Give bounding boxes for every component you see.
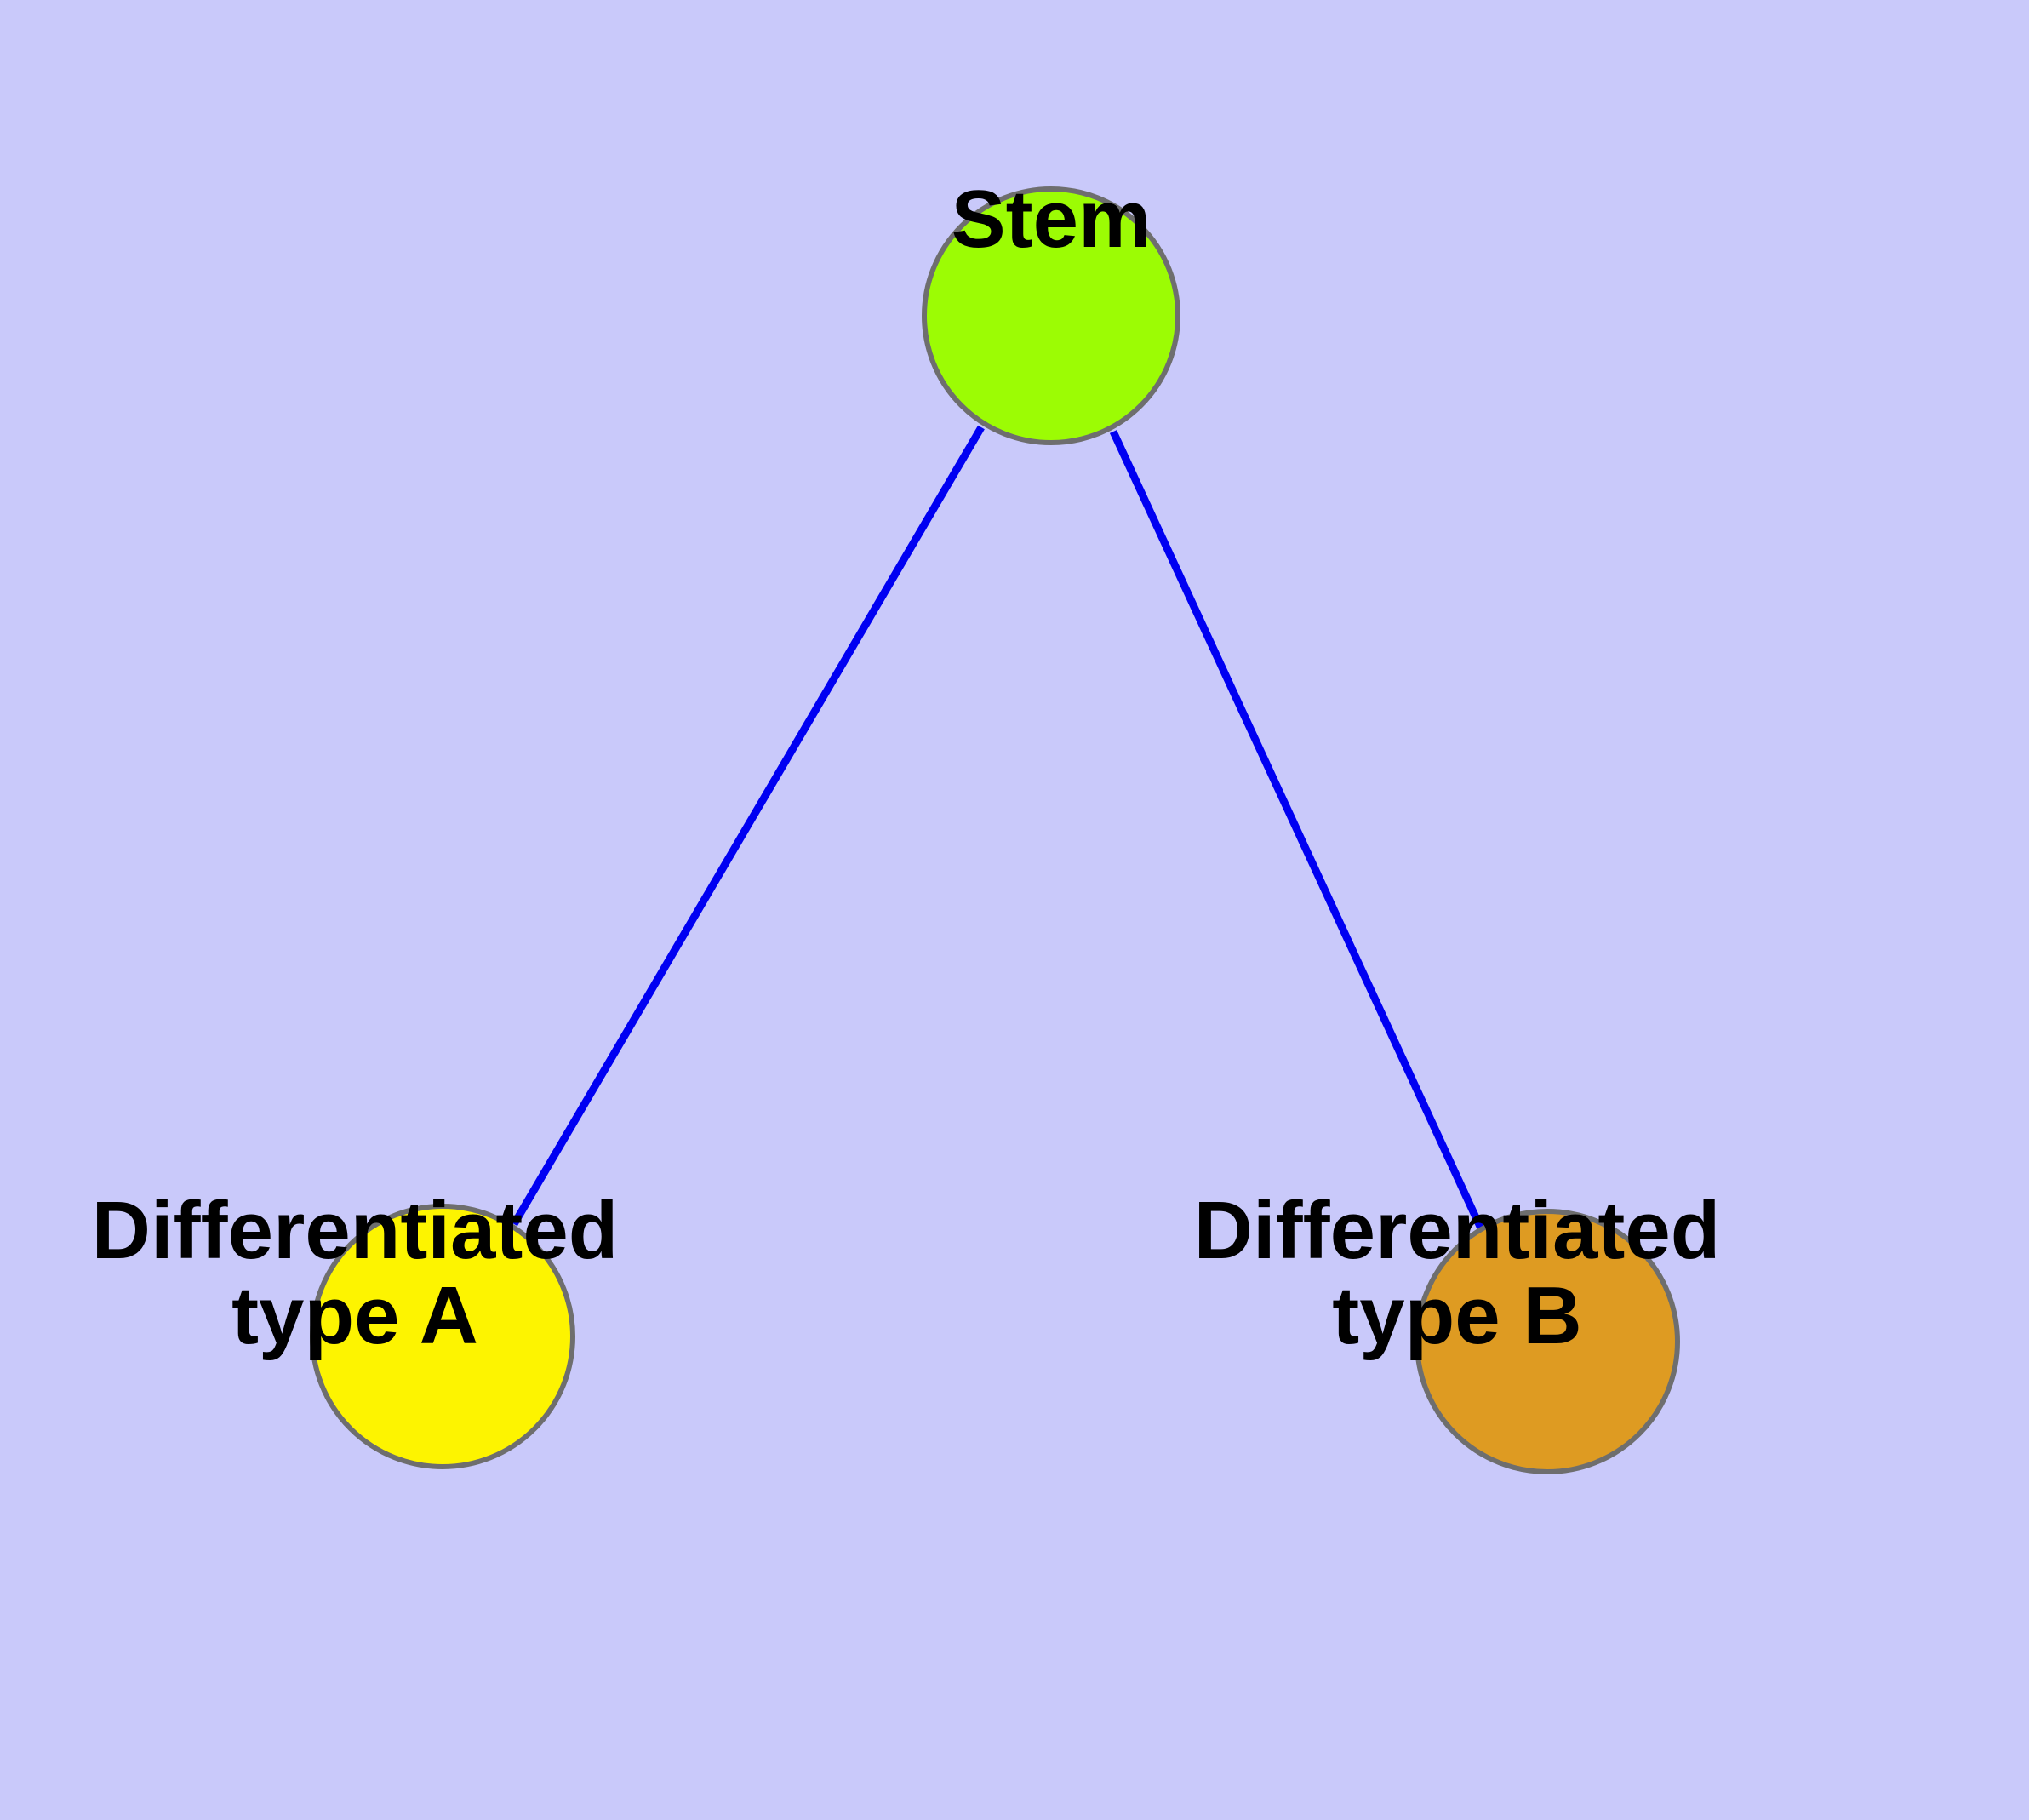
edge-stem-to-diff-a[interactable] <box>511 425 985 1227</box>
node-label-line: Differentiated <box>92 1185 619 1276</box>
node-diff-b[interactable] <box>1415 1209 1680 1474</box>
node-stem[interactable] <box>922 186 1180 445</box>
node-label-line: Differentiated <box>1194 1185 1721 1276</box>
node-diff-a[interactable] <box>310 1204 575 1469</box>
node-layer <box>310 186 1680 1474</box>
node-label-stem: Stem <box>952 174 1152 265</box>
node-label-line: Stem <box>952 174 1152 265</box>
node-label-line: type A <box>231 1270 478 1361</box>
edge-layer <box>511 425 1485 1230</box>
node-label-line: type B <box>1332 1270 1581 1361</box>
edge-stem-to-diff-b[interactable] <box>1109 430 1485 1230</box>
